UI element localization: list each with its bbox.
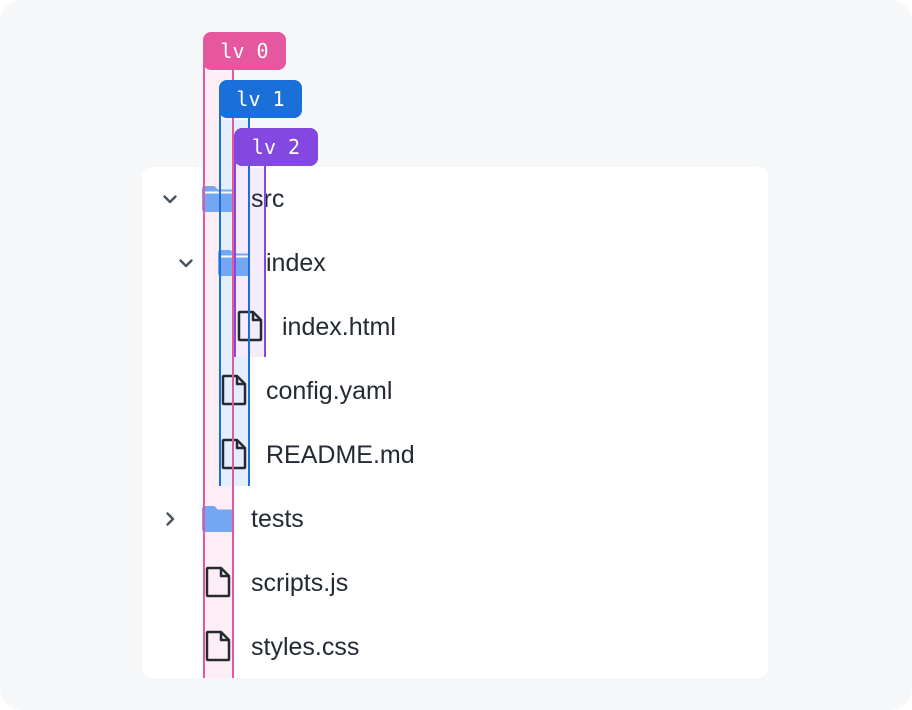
chevron-down-icon[interactable]: [176, 253, 196, 273]
indent-guide-line-level-1-right: [248, 98, 250, 486]
file-icon: [205, 630, 231, 662]
file-icon: [205, 566, 231, 598]
indent-guide-line-level-2-right: [264, 146, 266, 357]
chevron-down-icon[interactable]: [160, 189, 180, 209]
indent-guide-line-level-1-left: [219, 98, 221, 486]
folder-icon: [202, 186, 234, 212]
tree-row-index[interactable]: index: [142, 231, 768, 295]
file-icon: [221, 438, 247, 470]
file-icon: [237, 310, 263, 342]
tree-row-config-yaml[interactable]: config.yaml: [142, 359, 768, 423]
tree-row-label: src: [251, 185, 285, 213]
tree-row-label: scripts.js: [251, 569, 349, 597]
indent-guide-line-level-0-right: [232, 50, 234, 678]
chevron-right-icon[interactable]: [160, 509, 180, 529]
tree-row-label: tests: [251, 505, 304, 533]
indent-badge-level-0: lv 0: [203, 32, 286, 70]
tree-row-index-html[interactable]: index.html: [142, 295, 768, 359]
tree-row-label: README.md: [266, 441, 415, 469]
file-icon: [221, 374, 247, 406]
tree-row-styles-css[interactable]: styles.css: [142, 615, 768, 679]
tree-row-label: index: [266, 249, 326, 277]
folder-icon: [202, 506, 234, 532]
indent-guide-line-level-0-left: [203, 50, 205, 678]
tree-row-scripts-js[interactable]: scripts.js: [142, 551, 768, 615]
tree-row-src[interactable]: src: [142, 167, 768, 231]
indent-badge-level-2: lv 2: [234, 128, 318, 166]
tree-row-label: styles.css: [251, 633, 360, 661]
indent-guide-line-level-2-left: [234, 146, 236, 357]
tree-row-tests[interactable]: tests: [142, 487, 768, 551]
indent-badge-level-1: lv 1: [219, 80, 302, 118]
tree-row-label: index.html: [282, 313, 396, 341]
tree-row-label: config.yaml: [266, 377, 393, 405]
tree-row-readme-md[interactable]: README.md: [142, 423, 768, 487]
